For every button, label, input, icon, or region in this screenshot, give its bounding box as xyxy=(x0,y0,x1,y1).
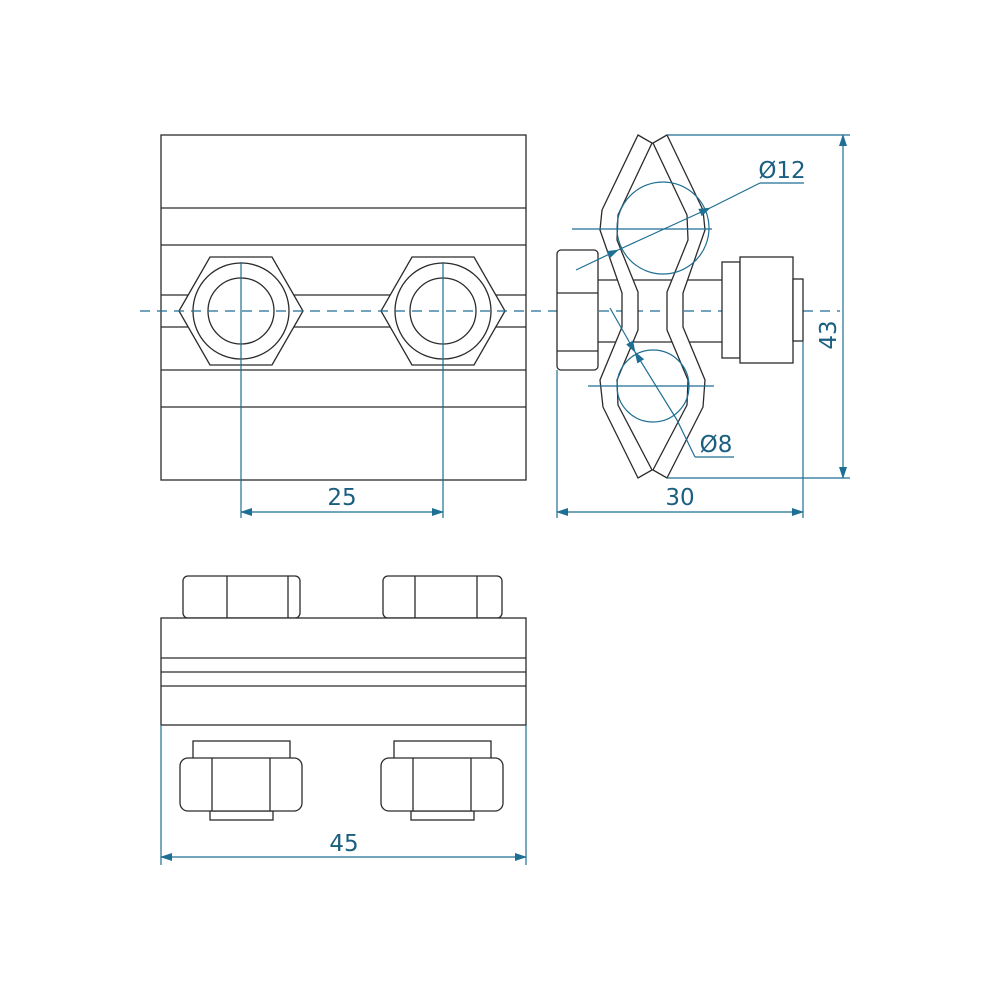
top-view xyxy=(160,575,527,865)
front-view xyxy=(160,134,527,518)
dim-length: 45 xyxy=(329,831,358,857)
dim-width: 30 xyxy=(665,485,694,511)
dim-bolt-spacing: 25 xyxy=(327,485,356,511)
dim-min-diameter: Ø8 xyxy=(700,432,733,458)
side-view xyxy=(556,134,850,518)
dim-height: 43 xyxy=(816,320,842,349)
dim-max-diameter: Ø12 xyxy=(758,158,805,184)
